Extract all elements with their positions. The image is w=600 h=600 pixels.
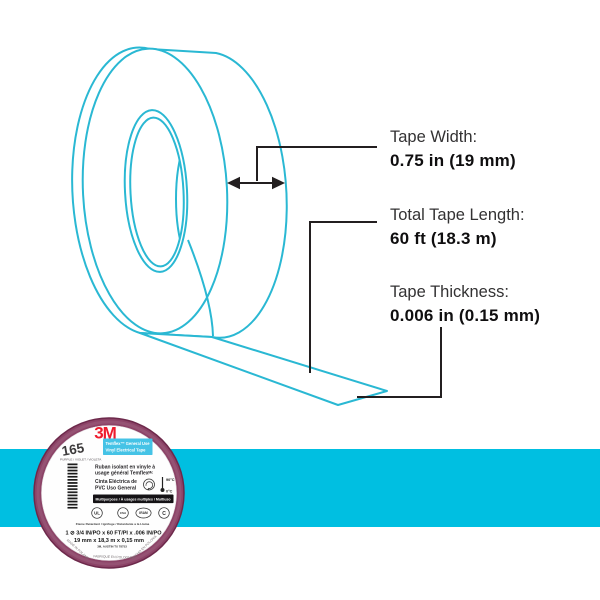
tape-roll-photo: 3M 165 Temflex™ General Use Vinyl Electr… bbox=[33, 417, 185, 569]
ctick-mark-text: C bbox=[162, 511, 166, 517]
flame-retardant-line: Flame Retardant / Ignifuge / Retardante … bbox=[76, 522, 150, 526]
tape-strip bbox=[139, 332, 388, 406]
length-connector-line bbox=[309, 221, 377, 373]
product-name-box bbox=[103, 438, 153, 455]
address-line: 3M, AUSTIN TX 78753 bbox=[97, 545, 127, 549]
ctick-mark-icon bbox=[158, 507, 170, 519]
multipurpose-text: Multipurpose / À usages multiples / Mult… bbox=[96, 496, 171, 501]
ul-mark-icon bbox=[91, 507, 103, 519]
thickness-connector-line bbox=[357, 327, 442, 398]
product-name-line2: Vinyl Electrical Tape bbox=[106, 447, 146, 452]
thermometer-icon: 90°C 0°C bbox=[160, 477, 175, 494]
callout-tape-width: Tape Width: 0.75 in (19 mm) bbox=[390, 126, 516, 172]
tape-color-line: PURPLE / VIOLET / VIOLETA bbox=[60, 458, 102, 462]
spanish-line1: Cinta Eléctrica de bbox=[95, 479, 137, 485]
french-line1: Ruban isolant en vinyle à bbox=[95, 465, 155, 471]
temp-low: 0°C bbox=[166, 490, 173, 494]
recycle-icon bbox=[143, 478, 155, 491]
csa-mark-icon bbox=[117, 507, 129, 519]
certification-marks bbox=[91, 507, 170, 519]
product-name-line1: Temflex™ General Use bbox=[106, 441, 150, 446]
tape-thickness-label: Tape Thickness: bbox=[390, 283, 509, 301]
tape-roll-diagram bbox=[71, 46, 442, 406]
callout-tape-length: Total Tape Length: 60 ft (18.3 m) bbox=[390, 204, 525, 250]
tape-length-value: 60 ft (18.3 m) bbox=[390, 229, 497, 248]
csa-mark-text: CSA bbox=[120, 511, 127, 515]
made-in-poland-fr: FABRIQUÉ EN POLOGNE bbox=[93, 553, 133, 559]
tape-rim-sheen bbox=[36, 420, 182, 566]
tape-roll-outline bbox=[71, 46, 388, 406]
multipurpose-bar bbox=[93, 494, 174, 504]
tape-width-label: Tape Width: bbox=[390, 128, 478, 146]
tape-width-value: 0.75 in (19 mm) bbox=[390, 151, 516, 170]
width-connector-line bbox=[256, 146, 377, 181]
tape-thickness-value: 0.006 in (0.15 mm) bbox=[390, 306, 541, 325]
brand-logo: 3M bbox=[94, 424, 116, 443]
callout-connectors bbox=[227, 146, 442, 398]
tape-length-label: Total Tape Length: bbox=[390, 206, 525, 224]
product-number: 165 bbox=[61, 440, 86, 459]
temp-high: 90°C bbox=[166, 478, 175, 482]
peel-curve bbox=[187, 239, 214, 337]
spanish-line2: PVC Uso General bbox=[95, 486, 137, 492]
core-hole-back-wall bbox=[175, 118, 188, 268]
width-arrowhead-right bbox=[272, 176, 285, 190]
iram-mark-icon bbox=[135, 507, 152, 519]
label-face bbox=[41, 425, 177, 561]
barcode bbox=[67, 463, 78, 509]
core-hole-outer bbox=[123, 109, 189, 273]
ul-mark-text: UL bbox=[94, 511, 100, 516]
size-line-metric: 19 mm x 18,3 m x 0,15 mm bbox=[74, 538, 144, 544]
callout-tape-thickness: Tape Thickness: 0.006 in (0.15 mm) bbox=[390, 281, 540, 327]
width-arrowhead-left bbox=[227, 176, 240, 190]
french-line2: usage général Temflexᴹᶜ bbox=[95, 471, 153, 477]
core-hole-inner bbox=[129, 116, 185, 268]
iram-mark-text: IRAM bbox=[139, 511, 148, 515]
size-line-imperial: 1 ⊘ 3/4 IN/PO x 60 FT/PI x .006 IN/PO bbox=[66, 531, 163, 537]
